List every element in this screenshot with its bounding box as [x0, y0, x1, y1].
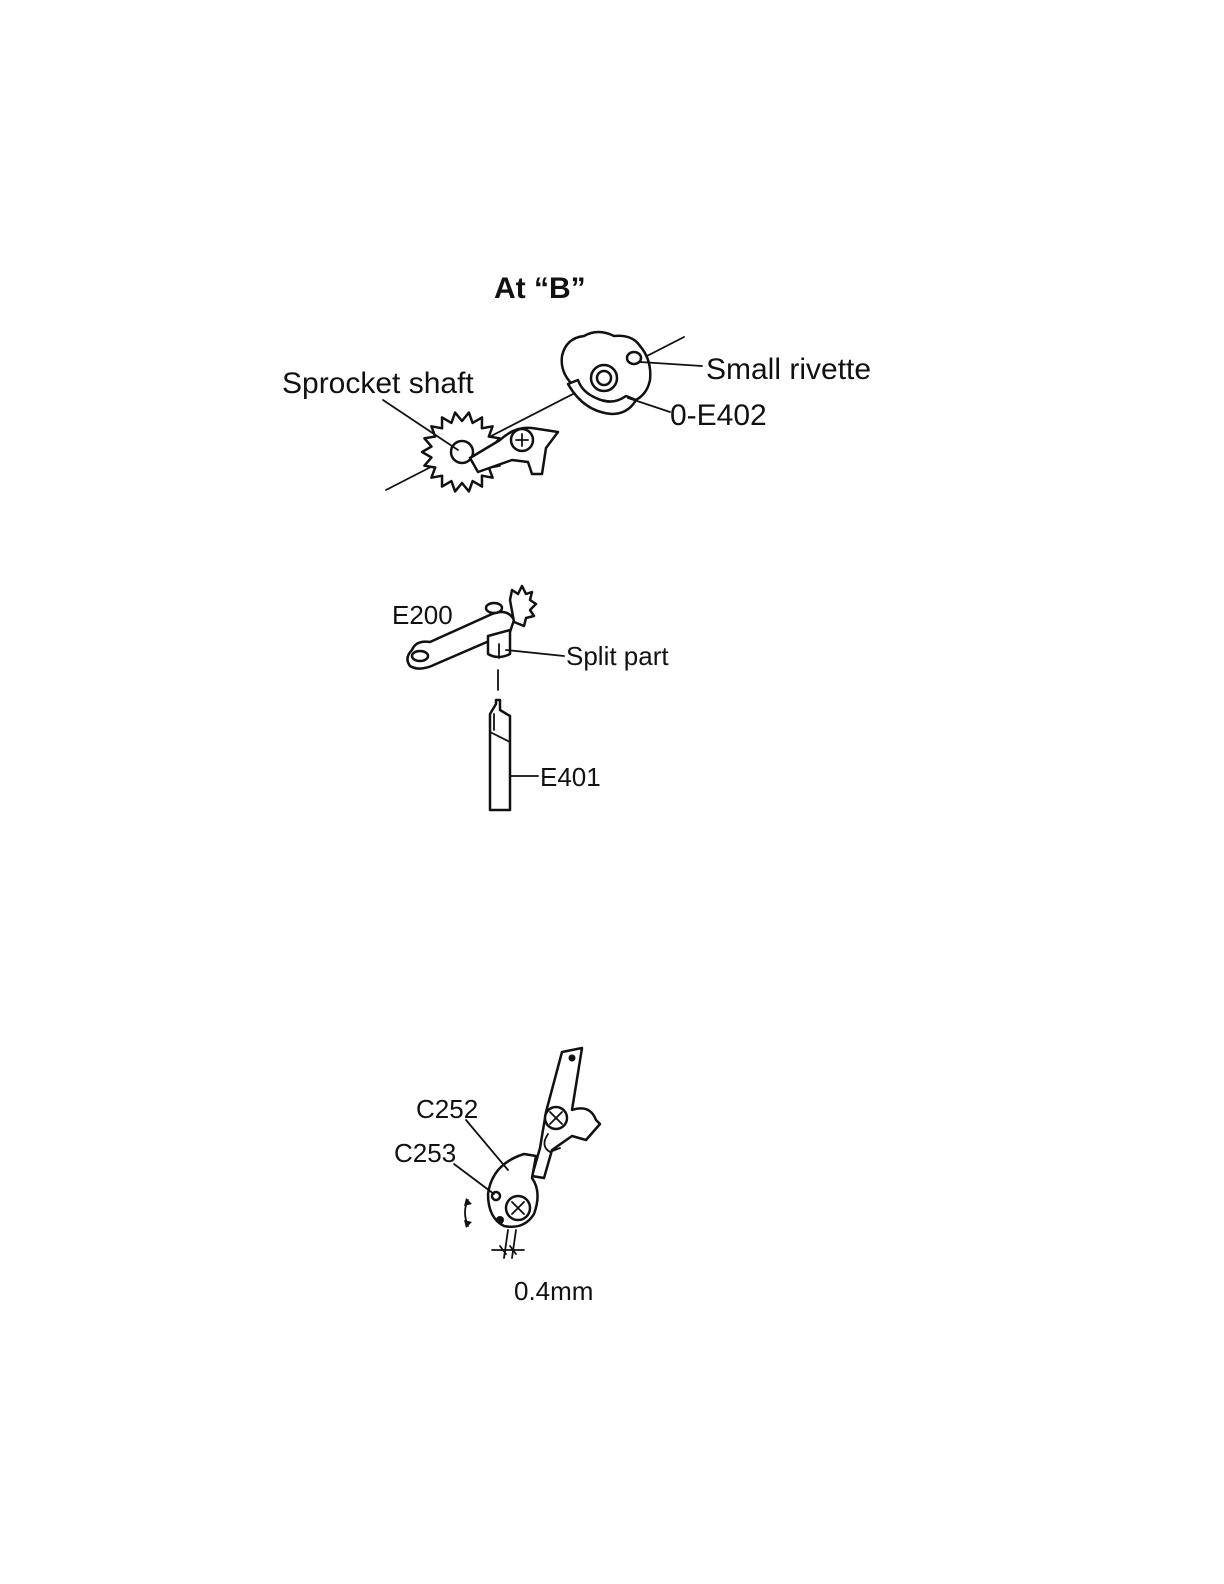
e200-label: E200	[392, 600, 453, 630]
cam-hub-inner	[597, 371, 611, 385]
e401-shaft	[490, 700, 510, 810]
figure-adjust-cam: C252 C253 0.4mm	[394, 1048, 600, 1306]
c253-leader	[454, 1164, 494, 1194]
gap-label: 0.4mm	[514, 1276, 593, 1306]
sprocket-shaft-label: Sprocket shaft	[282, 367, 474, 400]
e200-gear-sector	[510, 586, 536, 626]
figure-at-b: At “B” Sprocket shaft Small rivette 0-E4…	[282, 272, 871, 491]
figure-title: At “B”	[494, 272, 586, 305]
e200-pivot	[486, 603, 502, 613]
cam-lower-hole	[496, 1216, 504, 1224]
small-rivette-label: Small rivette	[706, 353, 871, 386]
split-part-label: Split part	[566, 641, 669, 671]
link-end-hole	[569, 1055, 576, 1062]
split-part-leader	[506, 650, 564, 656]
c253-label: C253	[394, 1138, 456, 1168]
part-0-e402-leader	[628, 398, 670, 412]
figure-split-part: E200 Split part E401	[392, 586, 669, 810]
part-0-e402-label: 0-E402	[670, 399, 767, 432]
e200-hole	[412, 651, 428, 661]
e401-label: E401	[540, 762, 601, 792]
small-rivette-icon	[627, 352, 641, 364]
c252-leader	[466, 1120, 508, 1170]
c252-label: C252	[416, 1094, 478, 1124]
